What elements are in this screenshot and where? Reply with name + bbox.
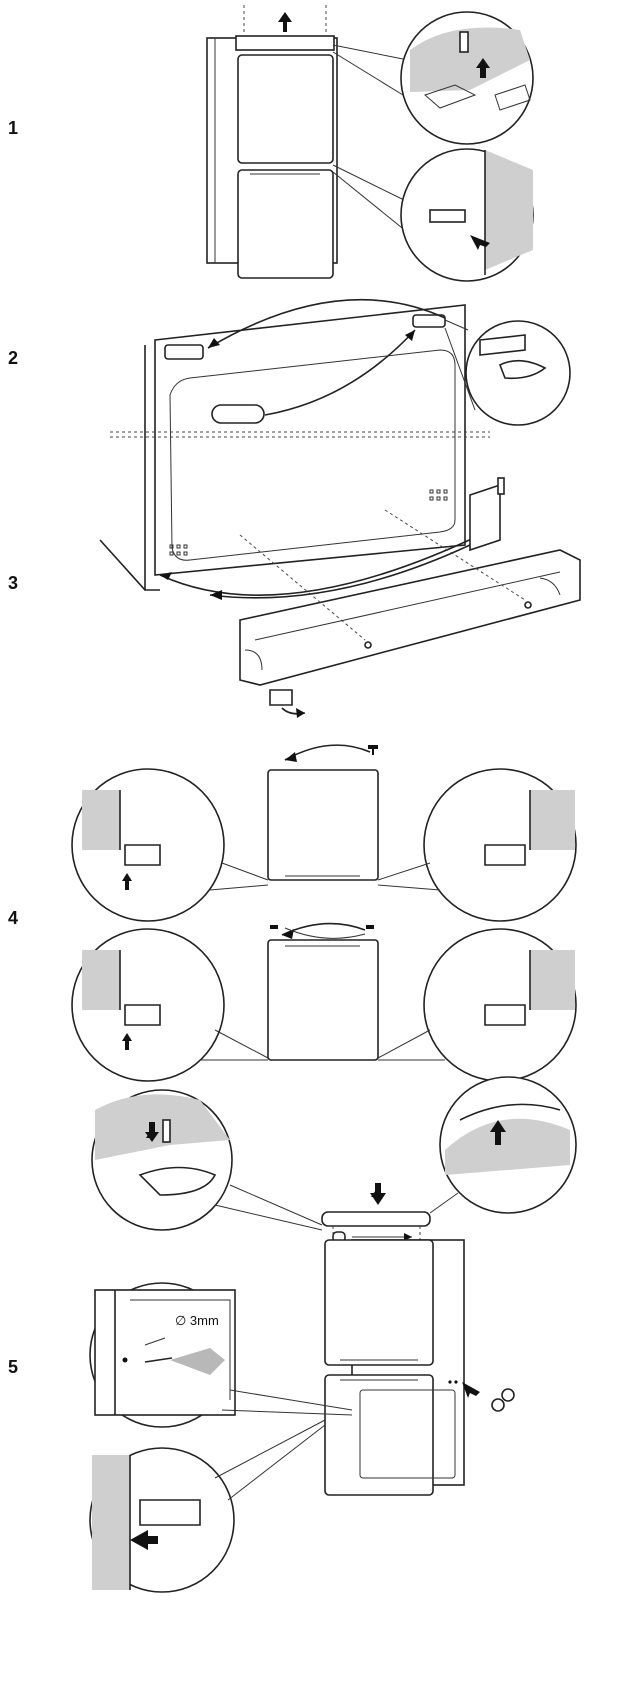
step-5-label: 5 [8,1357,19,1377]
screw-up-arrow-icon [476,58,490,78]
screw-down-arrow-icon [145,1122,159,1142]
step-4-upper-door [267,769,379,881]
drill-icon [170,1348,225,1375]
top-hinge-cover [235,35,335,51]
door-handle [211,404,265,424]
step-2-label: 2 [8,348,19,368]
push-arrow-icon [130,1530,158,1550]
lower-door [237,169,334,279]
step-5-lower-door [324,1374,434,1496]
drill-diameter-label: ∅ 3mm [175,1313,219,1328]
plinth-cover [239,549,581,686]
cover-down-arrow-icon [370,1183,386,1205]
step-5-upper-door [324,1239,434,1366]
upper-door [237,54,334,164]
freezer-door-inner [154,304,466,576]
step-3-label: 3 [8,573,19,593]
step-5-top-cover [321,1211,431,1227]
swap-arrow-icon [208,338,220,348]
hole-plug [491,1398,505,1412]
cap-arrow-icon [296,708,305,718]
step-1-illustration [206,5,534,282]
rotate-arrow-icon [285,752,297,762]
step-4-label: 4 [8,908,19,928]
hinge-cap [269,689,293,706]
step-2-3-illustration [99,299,581,718]
plug-arrow-icon [462,1382,480,1398]
step-4-lower-door [267,939,379,1061]
lift-arrow-icon [278,12,292,32]
screw-up-arrow-icon [122,873,132,890]
step-4-illustration [71,744,577,1082]
step-5-illustration: ∅ 3mm [89,1076,577,1593]
step-1-label: 1 [8,118,19,138]
lift-up-arrow-icon [490,1120,506,1145]
pull-arrow-icon [470,235,490,250]
